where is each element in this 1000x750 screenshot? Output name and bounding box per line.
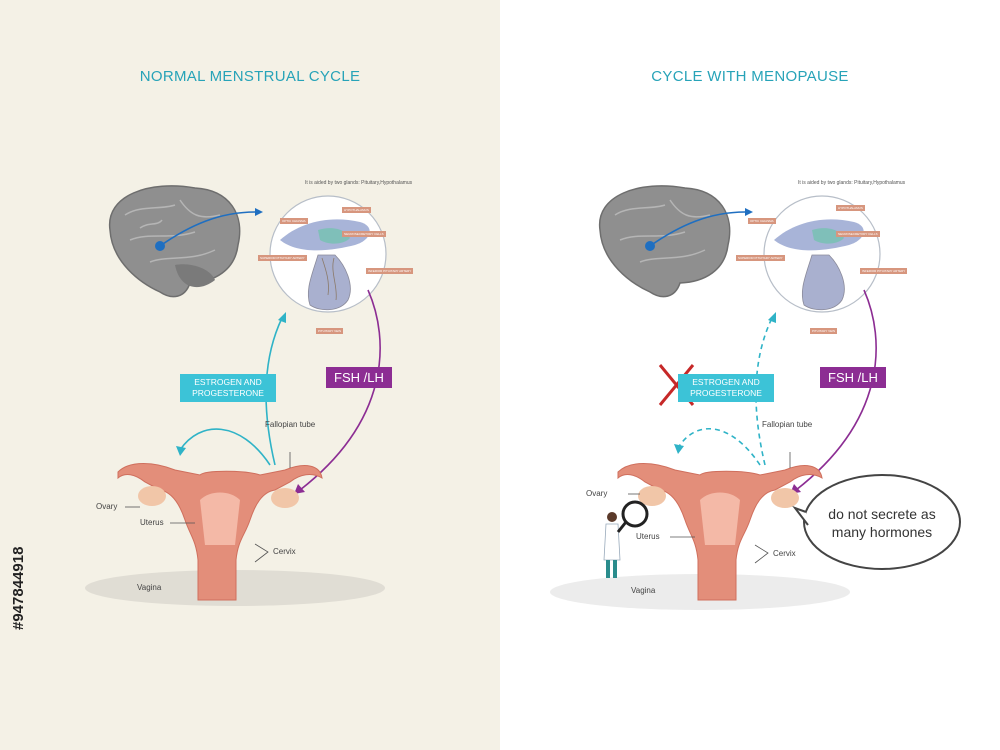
estrogen-progesterone-box: ESTROGEN AND PROGESTERONE [678, 374, 774, 402]
ovary-label: Ovary [96, 502, 118, 511]
tag-inferior-artery: INFERIOR PITUITARY ARTERY [860, 268, 908, 274]
tag-hypothalamus: HYPOTHALAMUS [342, 207, 371, 213]
brain-illustration [599, 185, 731, 298]
bubble-text: do not secrete as many hormones [828, 506, 936, 540]
gland-note: It is aided by two glands: Pituitary,Hyp… [305, 180, 413, 186]
tag-inferior-artery: INFERIOR PITUITARY ARTERY [366, 268, 414, 274]
pituitary-diagram [763, 195, 881, 313]
panel-title: CYCLE WITH MENOPAUSE [651, 68, 849, 85]
menopause-illustration [550, 185, 961, 610]
estrogen-progesterone-box: ESTROGEN AND PROGESTERONE [180, 374, 276, 402]
fsh-lh-box: FSH /LH [820, 367, 886, 388]
gland-note: It is aided by two glands: Pituitary,Hyp… [798, 180, 906, 186]
tag-optic-chiasma: OPTIC CHIASMA [748, 218, 776, 224]
fsh-arrow [299, 289, 381, 491]
tag-neurosecretory: NEUROSECRETORY CELLS [836, 231, 880, 237]
normal-cycle-illustration [85, 185, 387, 606]
tag-pituitary-vein: PITUITARY VEIN [810, 328, 838, 334]
fallopian-label: Fallopian tube [762, 420, 813, 429]
panel-title: NORMAL MENSTRUAL CYCLE [139, 68, 361, 85]
uterus-label: Uterus [636, 532, 660, 541]
speech-bubble [792, 474, 961, 570]
brain-to-gland-arrow [159, 211, 256, 247]
uterus-label: Uterus [140, 518, 164, 527]
vagina-label: Vagina [631, 586, 656, 595]
magnifier-icon [616, 500, 649, 533]
weak-estrogen-arrow [755, 317, 773, 466]
uterus-illustration [617, 463, 823, 601]
pituitary-diagram [269, 195, 387, 313]
tag-hypothalamus: HYPOTHALAMUS [836, 205, 865, 211]
tag-optic-chiasma: OPTIC CHIASMA [280, 218, 308, 224]
normal-cycle-panel: NORMAL MENSTRUAL CYCLE [0, 0, 500, 750]
fsh-lh-box: FSH /LH [326, 367, 392, 388]
tag-pituitary-vein: PITUITARY VEIN [316, 328, 344, 334]
vagina-label: Vagina [137, 583, 162, 592]
ovary-label: Ovary [586, 489, 608, 498]
stock-id-watermark: #947844918 [10, 546, 27, 630]
arrowhead [255, 208, 263, 216]
tag-superior-artery: SUPERIOR PITUITARY ARTERY [736, 255, 785, 261]
cervix-label: Cervix [273, 547, 296, 556]
cervix-label: Cervix [773, 549, 796, 558]
return-arrow [179, 428, 271, 466]
doctor-figure [603, 512, 621, 578]
uterus-illustration [117, 463, 323, 601]
tag-neurosecretory: NEUROSECRETORY CELLS [342, 231, 386, 237]
brain-illustration [109, 185, 241, 298]
menopause-panel: CYCLE WITH MENOPAUSE [500, 0, 1000, 750]
tag-superior-artery: SUPERIOR PITUITARY ARTERY [258, 255, 307, 261]
fallopian-label: Fallopian tube [265, 420, 316, 429]
